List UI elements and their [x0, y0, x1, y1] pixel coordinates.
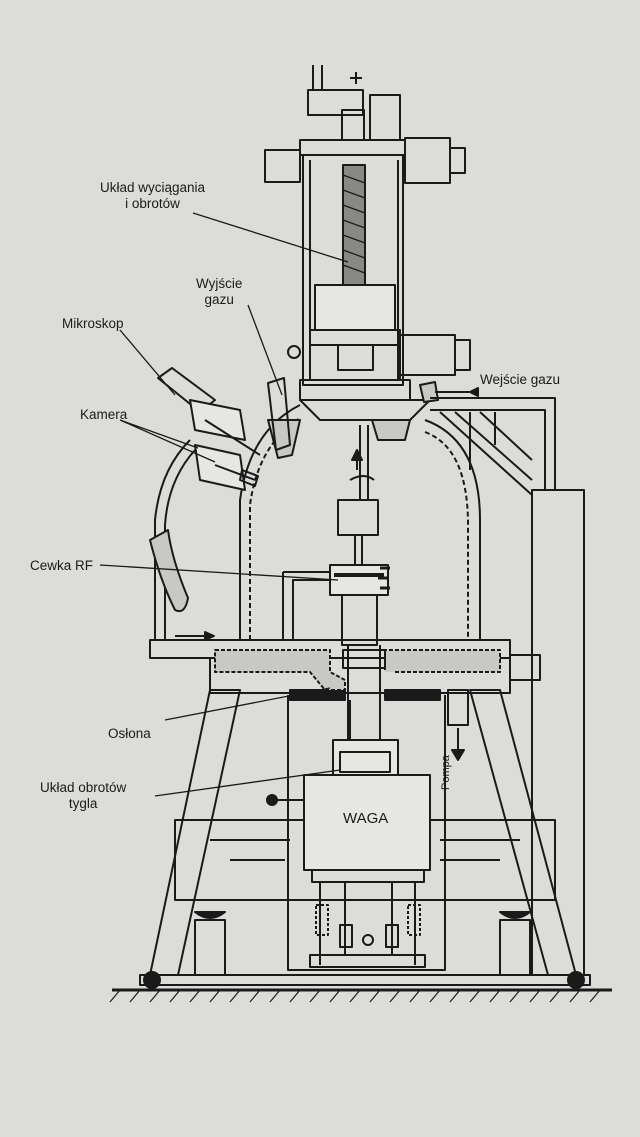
label-gas-inlet: Wejście gazu	[480, 372, 561, 387]
vacuum-chamber	[149, 404, 481, 640]
label-pump: Pompa	[440, 755, 452, 790]
microscope-camera	[157, 367, 261, 491]
crucible-assembly	[282, 425, 390, 740]
label-extraction-line2: i obrotów	[125, 196, 180, 211]
label-crucible-rotation: Układ obrotów tygla	[40, 780, 126, 812]
label-extraction-system: Układ wyciągania i obrotów	[100, 180, 205, 212]
label-gas-out-line2: gazu	[204, 292, 234, 307]
label-gas-out-line1: Wyjście	[196, 276, 243, 291]
table-plate	[149, 631, 541, 694]
label-microscope: Mikroskop	[62, 316, 124, 331]
leader-lines	[99, 212, 349, 797]
label-crucible-line1: Układ obrotów	[40, 780, 127, 795]
floor	[109, 988, 612, 1003]
pulling-tower	[264, 65, 471, 401]
base-frame	[139, 689, 591, 989]
gas-collars	[267, 377, 439, 459]
label-shield: Osłona	[108, 726, 151, 741]
label-gas-outlet: Wyjście gazu	[196, 276, 242, 308]
gas-inlet-column	[430, 387, 585, 976]
balance-housing	[266, 689, 446, 971]
label-balance: WAGA	[343, 810, 389, 827]
label-crucible-line2: tygla	[68, 796, 98, 811]
label-camera: Kamera	[80, 407, 128, 422]
pump-outlet	[447, 689, 469, 761]
label-rf-coil: Cewka RF	[30, 558, 94, 573]
label-extraction-line1: Układ wyciągania	[100, 180, 206, 195]
